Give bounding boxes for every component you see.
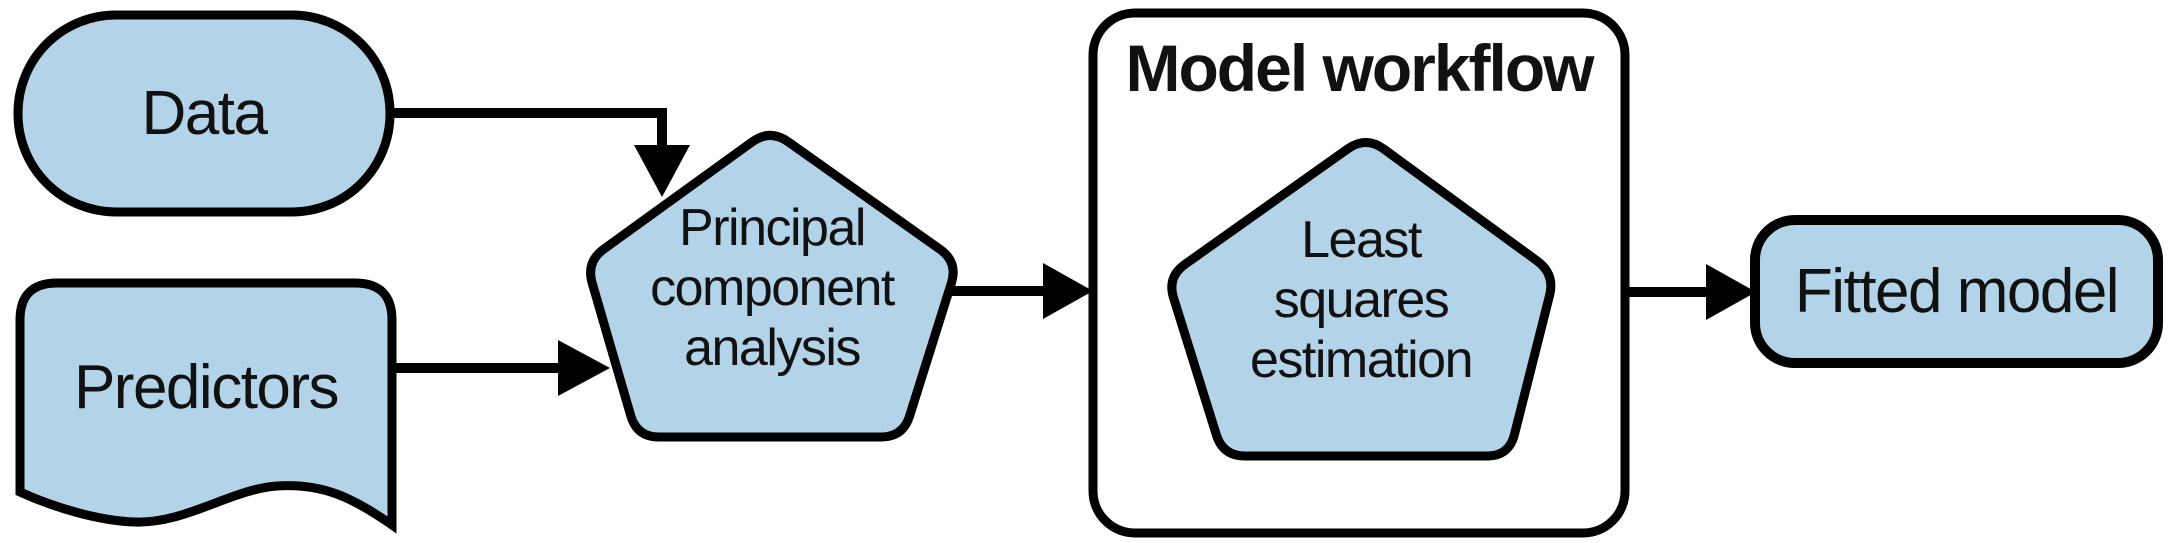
- predictors-node-shape: [15, 278, 397, 534]
- arrowhead-down-icon: [634, 145, 690, 197]
- edge-data-line: [394, 108, 667, 148]
- edge-predictors-to-pca: [394, 340, 610, 396]
- arrowhead-right-icon: [1706, 264, 1756, 320]
- arrowhead-right-icon: [558, 340, 610, 396]
- fitted-node-shape: [1750, 215, 2163, 368]
- pca-node-shape: [586, 130, 958, 442]
- edge-pca-to-workflow: [948, 263, 1093, 319]
- edge-workflow-to-fitted: [1625, 264, 1756, 320]
- edge-data-to-pca: [394, 108, 690, 197]
- lse-node-shape: [1167, 137, 1556, 461]
- data-node-shape: [13, 10, 395, 217]
- arrowhead-right-icon: [1043, 263, 1093, 319]
